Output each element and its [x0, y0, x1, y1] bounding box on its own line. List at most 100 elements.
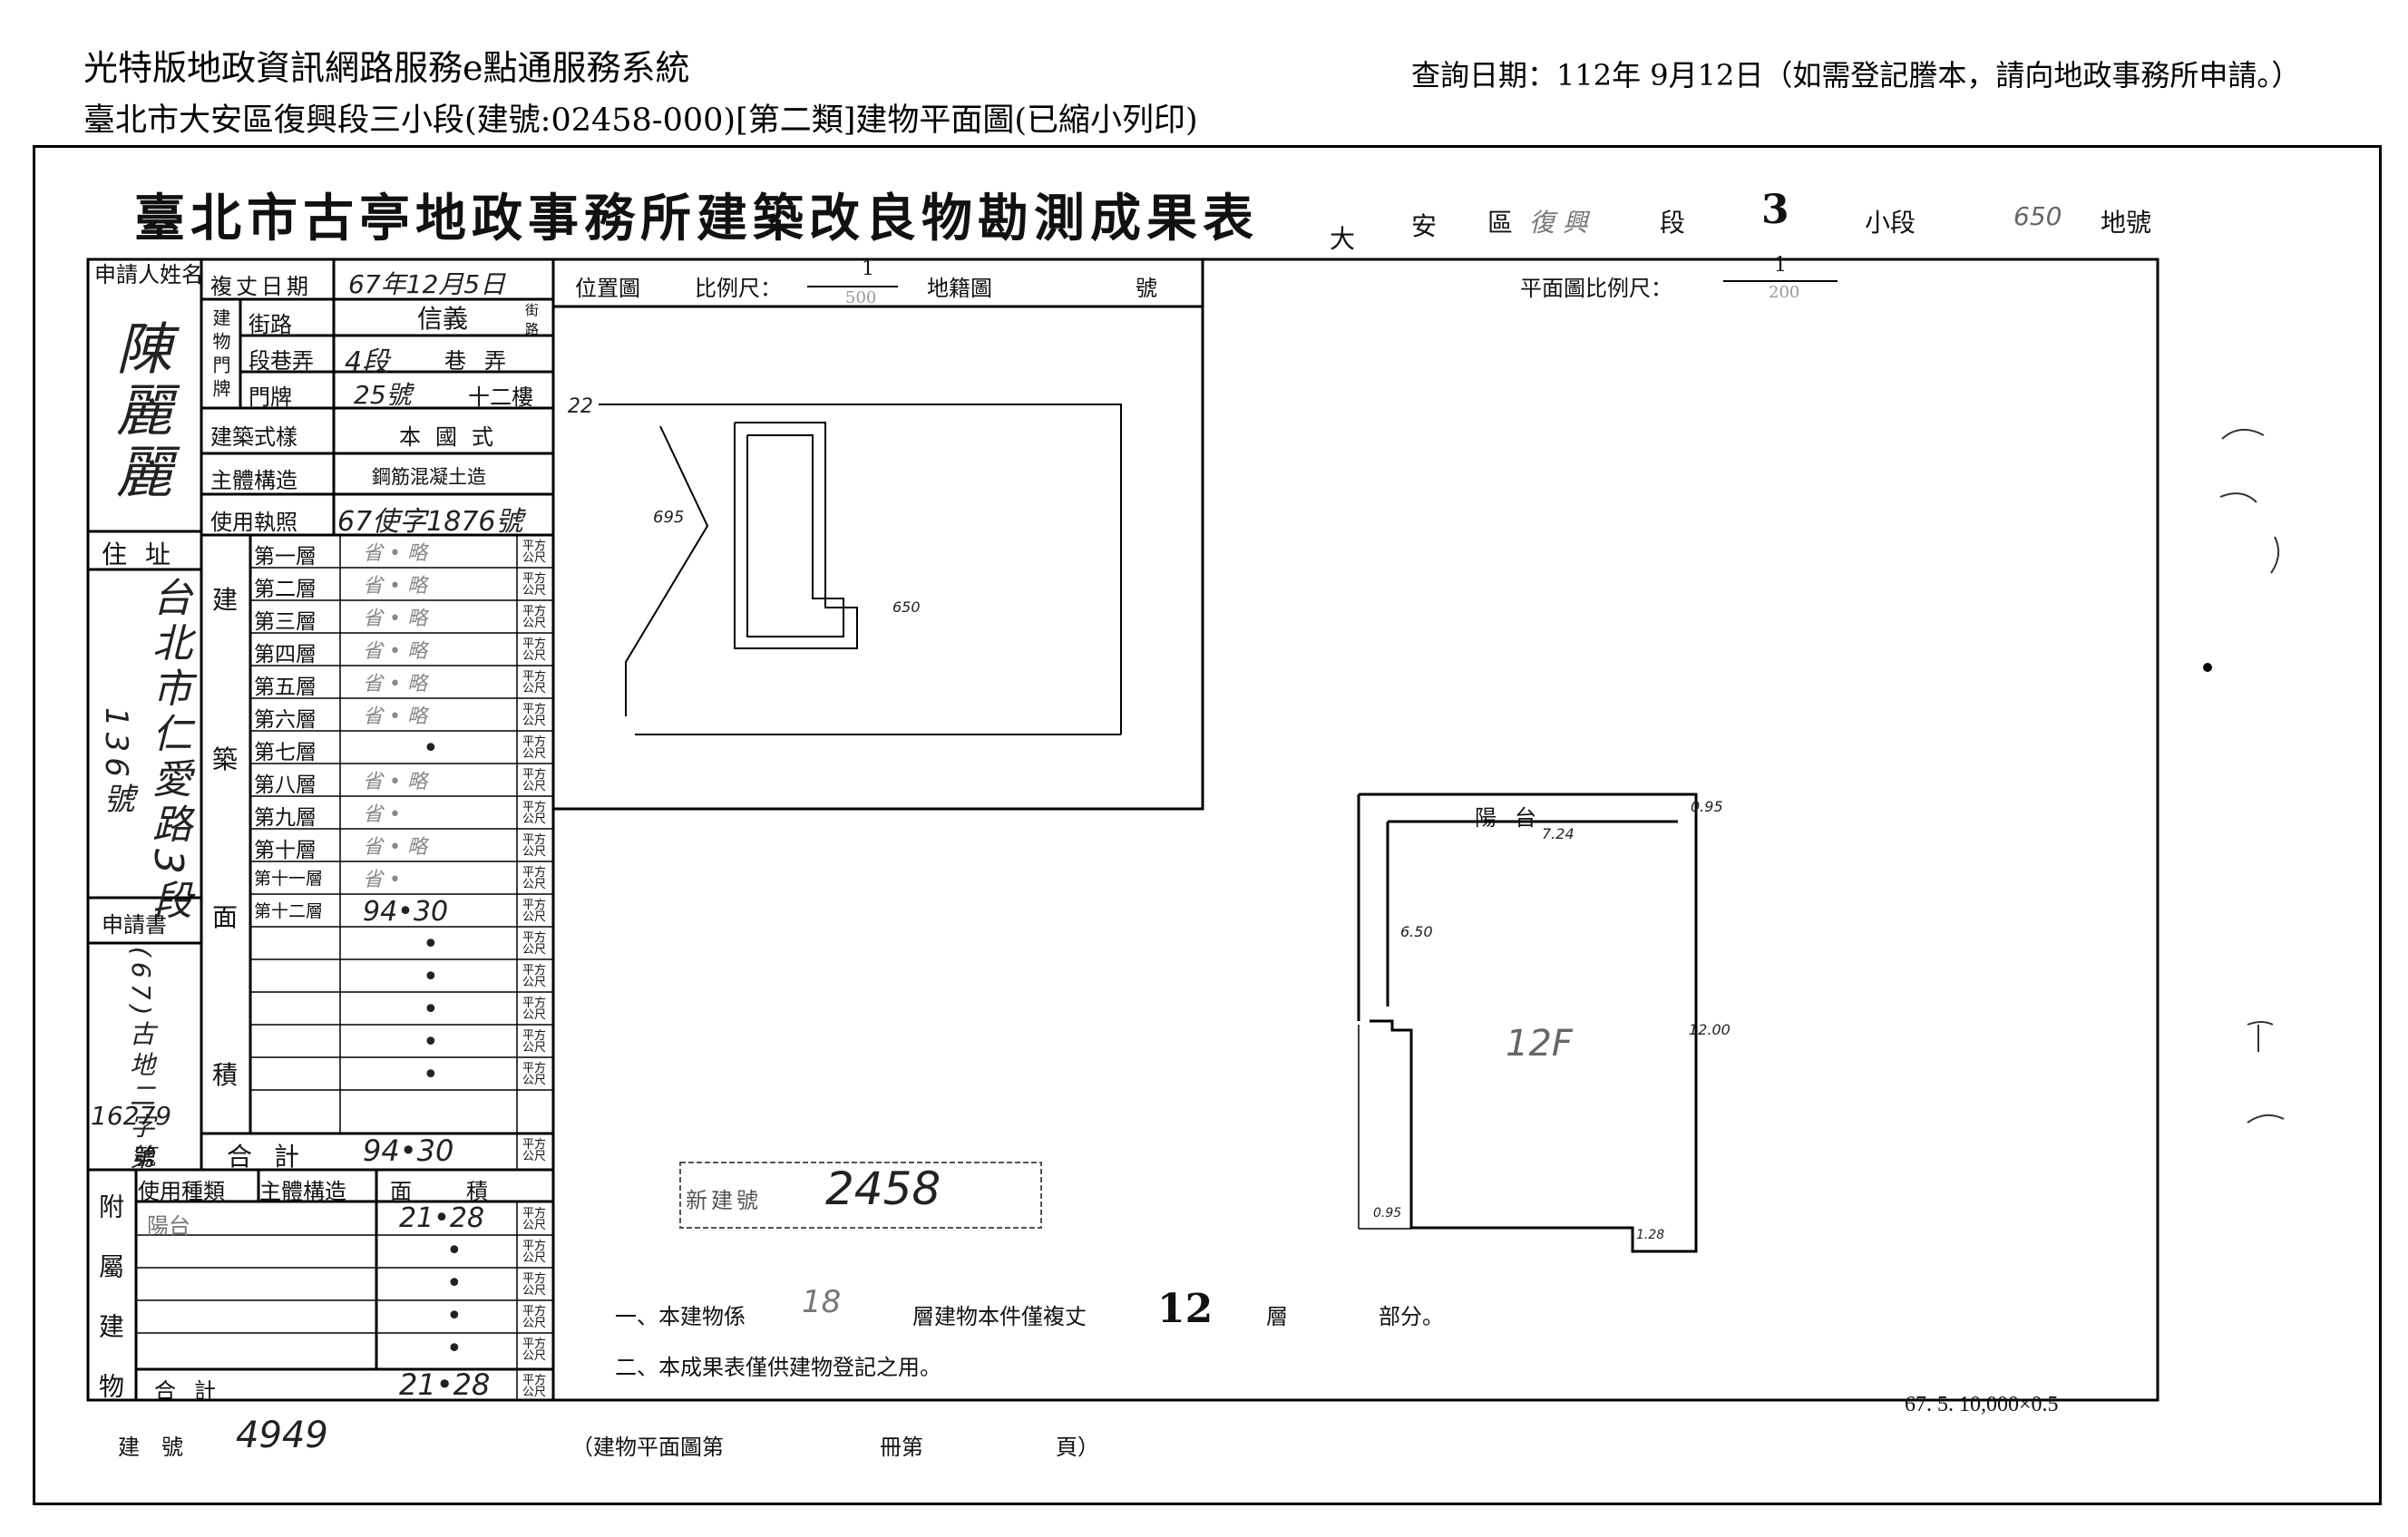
- floor-label: 第十層: [254, 839, 317, 862]
- style-label: 建築式樣: [210, 424, 297, 450]
- building-no-label: 建 號: [118, 1435, 183, 1460]
- dihao-label: 地號: [2101, 208, 2152, 238]
- floor-area-unit: 平方公尺: [522, 637, 547, 663]
- style-value: 本國式: [399, 424, 508, 450]
- attached-header-structure: 主體構造: [259, 1179, 346, 1204]
- plan-dim-4: 12.00: [1689, 1021, 1730, 1038]
- note1-ceng: 層: [1266, 1304, 1288, 1329]
- attached-header-area: 面積: [390, 1179, 542, 1204]
- application-hao: 號: [134, 1144, 156, 1170]
- district-char-1: 大: [1330, 224, 1356, 254]
- note1-survey-floor: 12: [1157, 1286, 1214, 1332]
- lot-number: 650: [2013, 201, 2062, 231]
- floor-area-value: •: [423, 961, 439, 993]
- document-frame: [33, 145, 2382, 1505]
- plate-value: 25號: [354, 380, 412, 410]
- district-char-2: 安: [1411, 211, 1438, 241]
- application-number: 16279: [91, 1101, 172, 1131]
- stamp-label: 新建號: [686, 1188, 762, 1213]
- xiaoduan-label: 小段: [1865, 208, 1916, 238]
- plan-dim-5: 0.95: [1373, 1206, 1402, 1221]
- floor-label: 第三層: [254, 610, 317, 634]
- floor-area-unit: 平方公尺: [522, 997, 547, 1022]
- duan-label: 段: [1660, 208, 1686, 238]
- applicant-label: 申請人姓名: [94, 262, 203, 287]
- permit-value: 67使字1876號: [337, 506, 523, 538]
- structure-value: 鋼筋混凝土造: [372, 466, 486, 488]
- attached-total-unit: 平方公尺: [522, 1374, 547, 1399]
- attached-total-label: 合計: [154, 1378, 234, 1404]
- floor-area-value: 省 • 略: [363, 575, 427, 598]
- address-label: 住址: [102, 540, 190, 569]
- floor-label: 第七層: [254, 741, 317, 764]
- plan-dim-6: 1.28: [1636, 1228, 1665, 1242]
- floor-area-value: 省 • 略: [363, 673, 427, 696]
- area-side-char-4: 積: [212, 1060, 239, 1090]
- floor-area-unit: 平方公尺: [522, 572, 547, 598]
- system-title: 光特版地政資訊網路服務e點通服務系統: [83, 48, 690, 88]
- floor-area-unit: 平方公尺: [522, 899, 547, 924]
- floor-area-unit: 平方公尺: [522, 833, 547, 859]
- area-side-char-2: 築: [212, 744, 239, 774]
- floor-label: 第八層: [254, 773, 317, 797]
- building-no-value: 4949: [236, 1415, 328, 1456]
- street-value: 信義: [417, 304, 469, 334]
- attached-area-unit: 平方公尺: [522, 1305, 547, 1330]
- survey-date-value: 67年12月5日: [348, 269, 506, 299]
- note1-prefix: 一、本建物係: [615, 1304, 746, 1329]
- floor-area-value: •: [423, 733, 439, 764]
- plan-scale-num: 1: [1774, 254, 1787, 277]
- section-name: 復 興: [1529, 208, 1588, 238]
- floor-area-value: •: [423, 994, 439, 1026]
- floor-area-value: 省 •: [363, 803, 401, 826]
- floor-area-unit: 平方公尺: [522, 801, 547, 826]
- floor-area-unit: 平方公尺: [522, 964, 547, 989]
- floor-value: 十二樓: [468, 384, 533, 410]
- attached-side-label: 附屬建物: [95, 1193, 125, 1433]
- floor-area-unit: 平方公尺: [522, 540, 547, 565]
- floor-area-value: 省 • 略: [363, 542, 427, 565]
- floor-label: 第十一層: [254, 869, 324, 889]
- plan-ref-b: 冊第: [880, 1435, 923, 1460]
- floor-label: 第一層: [254, 545, 317, 569]
- attached-area-value: •: [446, 1300, 463, 1332]
- plan-ref-c: 頁）: [1056, 1435, 1099, 1460]
- floor-area-value: 省 • 略: [363, 608, 427, 630]
- survey-date-label: 複丈日期: [210, 274, 312, 299]
- area-total-value: 94•30: [363, 1133, 454, 1168]
- document-title: 臺北市古亭地政事務所建築改良物勘測成果表: [134, 189, 1259, 248]
- area-total-unit: 平方公尺: [522, 1138, 547, 1163]
- floor-area-value: 省 •: [363, 869, 401, 891]
- location-scale-den: 500: [845, 288, 877, 307]
- floor-area-unit: 平方公尺: [522, 605, 547, 630]
- floor-area-value: •: [423, 929, 439, 960]
- attached-area-value: 21•28: [399, 1202, 485, 1234]
- floor-area-unit: 平方公尺: [522, 670, 547, 696]
- attached-area-value: •: [446, 1235, 463, 1267]
- plan-dim-1: 0.95: [1691, 798, 1723, 815]
- stamp-value: 2458: [825, 1162, 941, 1215]
- subsection-number: 3: [1761, 187, 1789, 233]
- lane-label: 段巷弄: [249, 348, 314, 374]
- structure-label: 主體構造: [210, 468, 297, 493]
- attached-total-value: 21•28: [399, 1367, 491, 1402]
- address-value: 台北市仁愛路3段: [145, 577, 191, 925]
- attached-area-unit: 平方公尺: [522, 1272, 547, 1298]
- floor-area-value: 94•30: [363, 896, 449, 928]
- application-value: (67)古地二字第: [126, 947, 156, 1175]
- attached-area-value: •: [446, 1333, 463, 1365]
- area-total-label: 合計: [227, 1142, 322, 1172]
- area-side-char-3: 面: [212, 902, 239, 932]
- address-number: 136號: [98, 707, 134, 819]
- location-scale-num: 1: [862, 258, 874, 280]
- floor-area-unit: 平方公尺: [522, 735, 547, 761]
- note2: 二、本成果表僅供建物登記之用。: [615, 1355, 941, 1380]
- location-map-label: 位置圖: [575, 276, 640, 301]
- plan-balcony: 陽台: [1475, 805, 1555, 831]
- floor-area-value: 省 • 略: [363, 771, 427, 793]
- note1-suffix: 部分。: [1379, 1304, 1444, 1329]
- plate-label: 門牌: [249, 384, 292, 410]
- floor-label: 第五層: [254, 676, 317, 699]
- page-subtitle: 臺北市大安區復興段三小段(建號:02458-000)[第二類]建物平面圖(已縮小…: [83, 102, 1198, 139]
